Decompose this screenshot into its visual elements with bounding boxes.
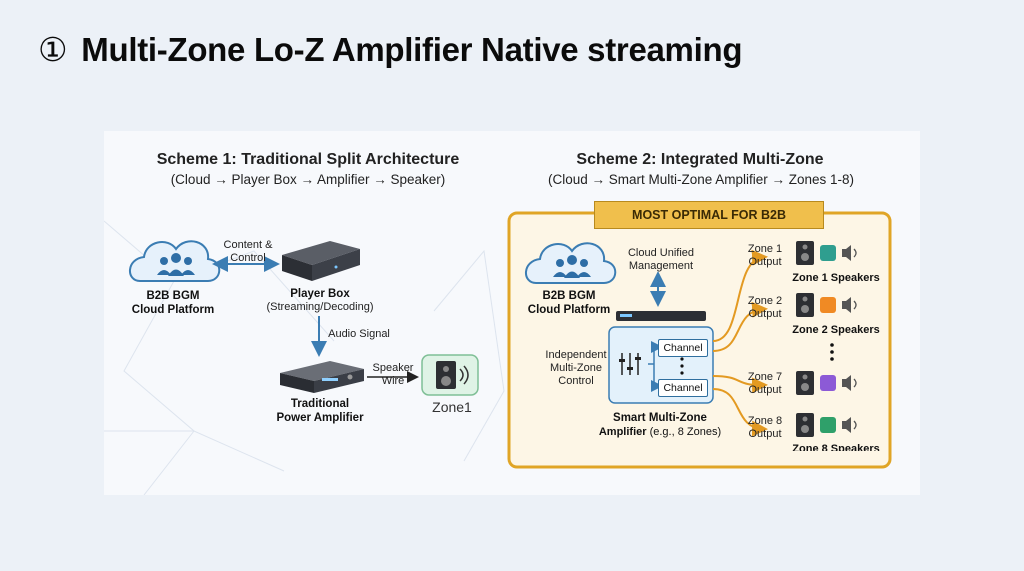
player-box-sub: (Streaming/Decoding) <box>266 301 374 313</box>
title-text: Multi-Zone Lo-Z Amplifier Native streami… <box>81 31 743 68</box>
scheme2-subheading: (Cloud → Smart Multi-Zone Amplifier → Zo… <box>547 172 855 187</box>
zone-speakers <box>796 241 857 437</box>
smart-amp-label-2: Amplifier (e.g., 8 Zones) <box>580 425 740 439</box>
scheme2-heading: Scheme 2: Integrated Multi-Zone <box>576 151 824 168</box>
channel-box-1: Channel <box>658 339 708 357</box>
title-number: ① <box>38 31 68 68</box>
speaker-wire-label: Speaker Wire <box>372 362 414 387</box>
scheme1-heading: Scheme 1: Traditional Split Architecture <box>156 151 460 168</box>
scheme1-subheading: (Cloud → Player Box → Amplifier → Speake… <box>170 172 446 187</box>
power-amplifier-icon <box>280 361 364 393</box>
scheme2-cloud-label: B2B BGM Cloud Platform <box>527 290 611 316</box>
zone8-speakers-label: Zone 8 Speakers <box>792 443 880 451</box>
channel-box-2: Channel <box>658 379 708 397</box>
zone7-output-label: Zone 7 Output <box>747 371 783 396</box>
independent-label: Independent Multi-Zone Control <box>545 349 607 387</box>
amp-label: Traditional Power Amplifier <box>276 398 364 424</box>
page-title: ① Multi-Zone Lo-Z Amplifier Native stream… <box>38 30 742 69</box>
zone1-speakers-label: Zone 1 Speakers <box>792 272 880 284</box>
smart-amp-word: Amplifier <box>598 426 647 438</box>
zone1-output-label: Zone 1 Output <box>747 243 783 268</box>
zone-output-lines <box>712 249 768 437</box>
content-control-label: Content & Control <box>223 239 273 264</box>
speaker-icon <box>436 361 469 389</box>
zone2-output-label: Zone 2 Output <box>747 295 783 320</box>
zone2-speakers-label: Zone 2 Speakers <box>792 324 880 336</box>
smart-amp-label: Smart Multi-Zone <box>613 412 707 424</box>
player-box-icon <box>282 241 360 281</box>
cloud-mgmt-label: Cloud Unified Management <box>627 247 695 272</box>
zone8-output-label: Zone 8 Output <box>747 415 783 440</box>
zone1-label: Zone1 <box>432 399 472 415</box>
audio-signal-label: Audio Signal <box>328 328 390 340</box>
zone-ellipsis <box>830 343 834 361</box>
optimal-banner: MOST OPTIMAL FOR B2B <box>594 201 824 229</box>
scheme1-cloud-label: B2B BGM Cloud Platform <box>131 290 215 316</box>
architecture-diagram: Scheme 1: Traditional Split Architecture… <box>104 131 920 495</box>
cloud-icon <box>129 240 221 282</box>
cloud-icon-2 <box>525 242 617 284</box>
player-box-label: Player Box <box>290 288 350 300</box>
smart-amp-eg: (e.g., 8 Zones) <box>649 426 722 438</box>
